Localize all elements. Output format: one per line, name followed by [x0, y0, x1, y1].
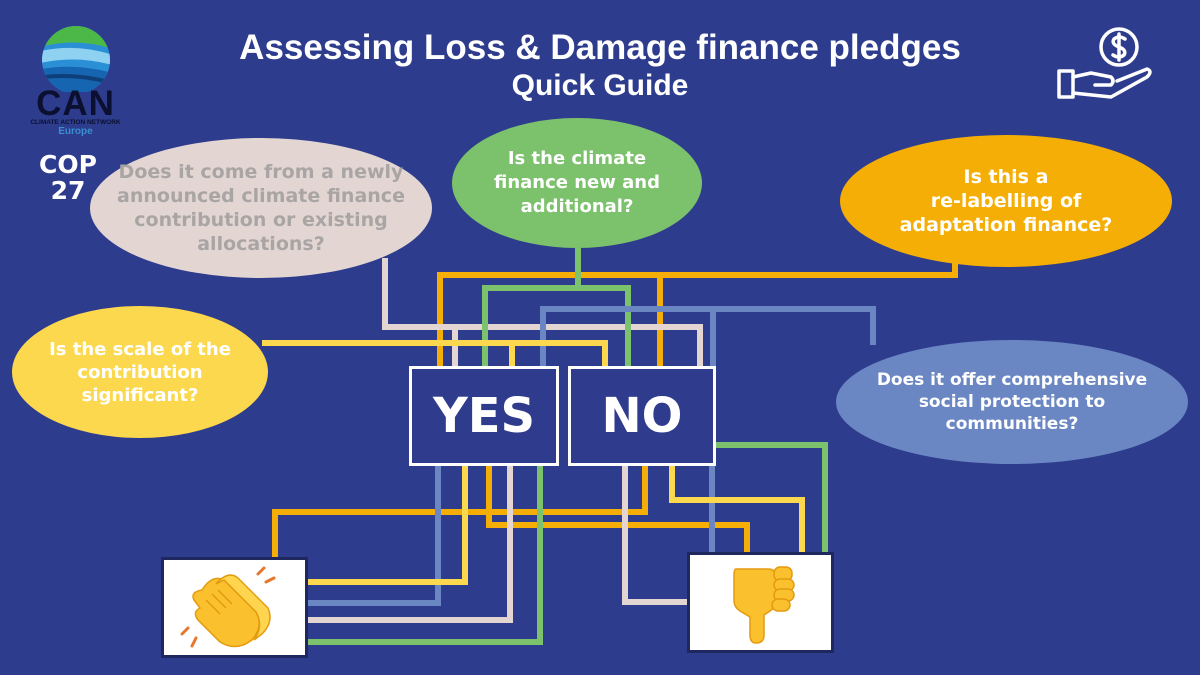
- clapping-hands-icon: [180, 566, 276, 648]
- line-blue: [308, 464, 441, 606]
- question-scale-bubble: Is the scale of the contribution signifi…: [12, 306, 268, 438]
- line-green: [308, 464, 543, 645]
- line-yellow: [669, 464, 805, 552]
- logo-wordmark: CAN: [36, 84, 115, 123]
- question-line: Does it offer comprehensive: [876, 370, 1148, 390]
- can-europe-logo: CAN CLIMATE ACTION NETWORK Europe: [28, 22, 128, 142]
- question-source-bubble: Does it come from a newly announced clim…: [90, 138, 432, 278]
- question-line: contribution: [77, 361, 203, 383]
- positive-outcome-box: [161, 557, 308, 658]
- logo-tagline: CLIMATE ACTION NETWORK: [30, 119, 121, 126]
- title-main: Assessing Loss & Damage finance pledges: [239, 28, 961, 67]
- question-line: Does it come from a newly: [118, 161, 404, 183]
- event-label: COP 27: [38, 152, 98, 204]
- question-social-protection-bubble: Does it offer comprehensive social prote…: [836, 340, 1188, 464]
- line-yellow: [308, 464, 468, 585]
- question-line: Is this a: [963, 166, 1049, 188]
- question-line: re-labelling of: [930, 190, 1082, 212]
- question-line: Is the climate: [507, 148, 647, 169]
- event-line-2: 27: [50, 176, 86, 205]
- line-orange: [437, 262, 958, 368]
- question-relabelling-bubble: Is this a re-labelling of adaptation fin…: [840, 135, 1172, 267]
- question-line: Is the scale of the: [49, 338, 231, 360]
- question-line: announced climate finance: [117, 185, 405, 207]
- no-box: NO: [568, 366, 716, 466]
- line-yellow: [262, 340, 608, 368]
- line-gray: [308, 464, 513, 623]
- thumbs-down-icon: [733, 566, 795, 644]
- yes-box: YES: [409, 366, 559, 466]
- page-title: Assessing Loss & Damage finance pledges …: [170, 28, 1030, 104]
- hand-holding-dollar-icon: [1057, 27, 1152, 99]
- logo-region: Europe: [58, 126, 93, 137]
- line-green: [578, 285, 631, 368]
- question-line: allocations?: [197, 233, 325, 255]
- question-new-additional-bubble: Is the climate finance new and additiona…: [452, 118, 702, 248]
- question-line: finance new and: [493, 172, 661, 193]
- line-gray: [455, 324, 703, 368]
- globe-logo-icon: [42, 26, 110, 92]
- question-line: social protection to: [918, 392, 1106, 412]
- question-line: contribution or existing: [134, 209, 388, 231]
- title-subtitle: Quick Guide: [511, 69, 689, 102]
- question-line: additional?: [520, 196, 634, 217]
- line-blue: [540, 306, 876, 368]
- line-green: [714, 442, 828, 552]
- question-line: adaptation finance?: [899, 214, 1113, 236]
- line-gray: [382, 258, 458, 368]
- line-orange: [272, 464, 648, 557]
- negative-outcome-box: [687, 552, 834, 653]
- line-gray: [622, 464, 687, 605]
- line-orange: [486, 464, 750, 552]
- line-green: [482, 248, 581, 368]
- question-line: communities?: [945, 414, 1079, 434]
- question-line: significant?: [81, 384, 199, 406]
- event-line-1: COP: [39, 150, 97, 179]
